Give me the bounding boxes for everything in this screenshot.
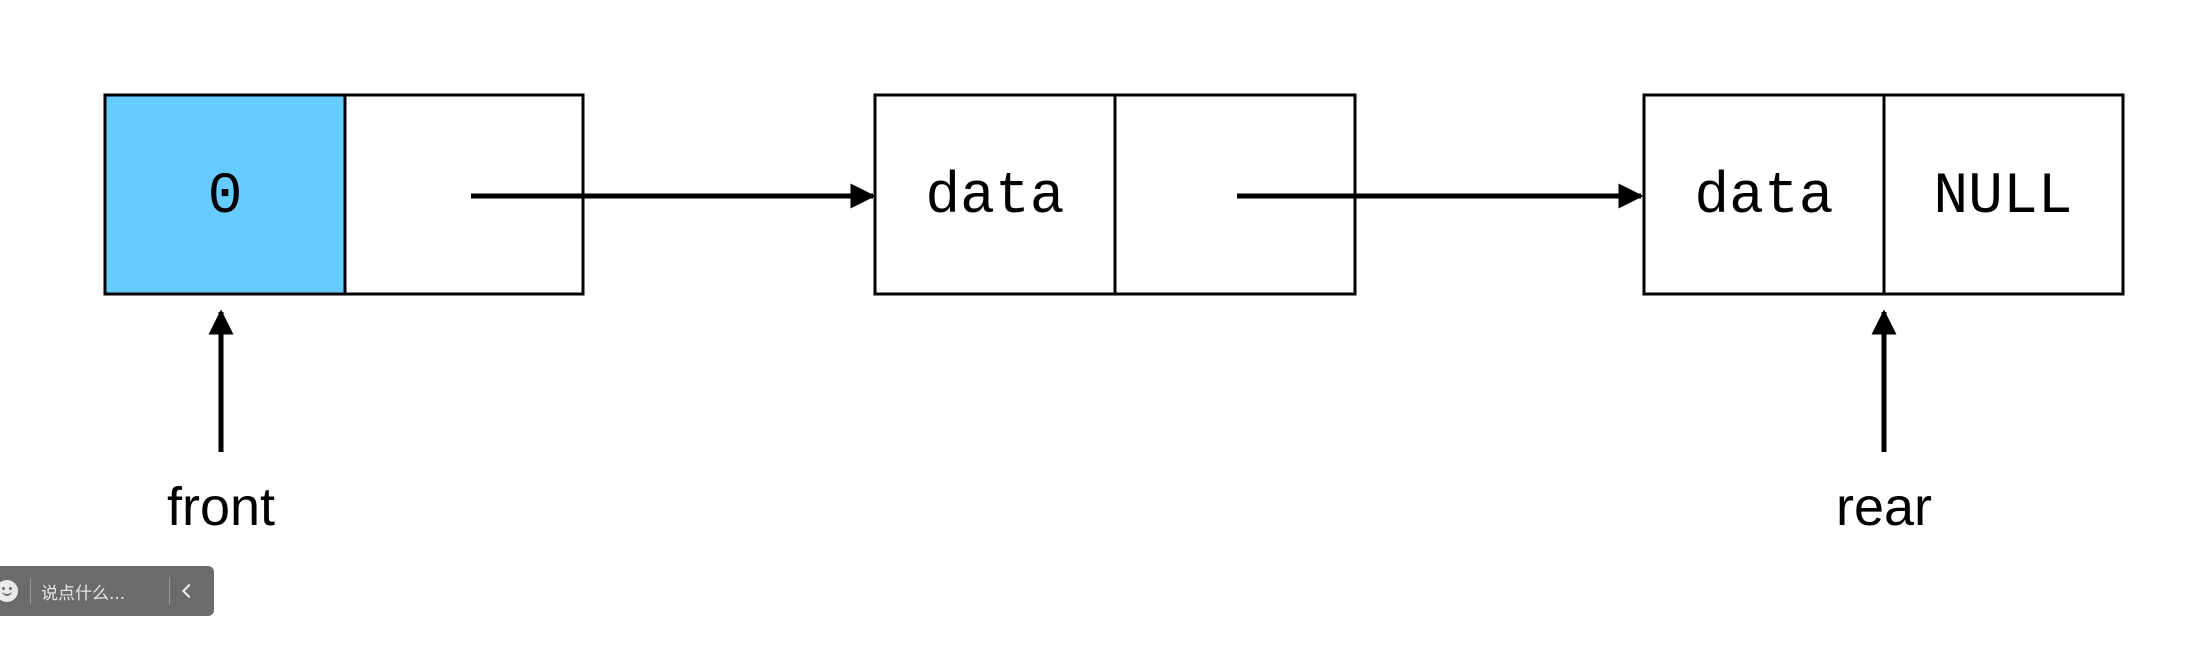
node-front: 0 — [103, 93, 585, 296]
node-middle: data — [873, 93, 1357, 296]
node3-data-cell — [1642, 93, 1886, 296]
comment-bar-divider — [30, 578, 31, 604]
comment-input-placeholder[interactable]: 说点什么... — [41, 583, 126, 604]
node3-next-cell — [1882, 93, 2125, 296]
node3-data-text: data — [1694, 165, 1833, 230]
smiley-icon[interactable] — [0, 580, 18, 602]
rear-label: rear — [1836, 477, 1932, 537]
node2-data-text: data — [925, 165, 1064, 230]
front-label: front — [167, 477, 275, 537]
comment-bar[interactable]: 说点什么... — [0, 566, 214, 616]
node3-null-text: NULL — [1933, 165, 2072, 230]
node2-data-cell — [873, 93, 1117, 296]
chevron-left-icon[interactable] — [181, 583, 197, 599]
comment-bar-divider-right — [169, 577, 170, 605]
node1-data-text: 0 — [208, 165, 243, 230]
node-rear: data NULL — [1642, 93, 2125, 296]
node1-data-cell — [103, 93, 347, 296]
